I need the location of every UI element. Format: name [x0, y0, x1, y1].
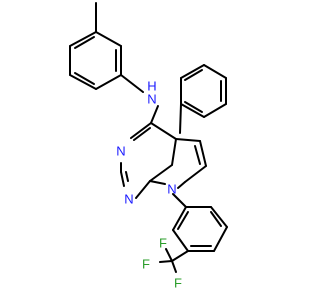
- pyrrole-nitrogen-label: N: [167, 182, 176, 197]
- fluorine-bottom-label: F: [174, 276, 182, 291]
- fluorine-top-label: F: [159, 236, 167, 251]
- pyrimidine-nitrogen-bottom-label: N: [124, 192, 133, 207]
- pyrrolopyrimidine-core: [120, 122, 207, 199]
- fluorine-left-label: F: [142, 257, 150, 272]
- phenyl-ring: [179, 64, 227, 134]
- nh-nitrogen-label: N: [147, 92, 156, 107]
- trifluoromethylphenyl-ring: [171, 193, 228, 262]
- amine-linker: [120, 74, 159, 124]
- tolyl-ring: [69, 2, 122, 90]
- molecule-structure: N H N N N F F F: [69, 2, 228, 291]
- trifluoromethyl-group: [159, 248, 177, 273]
- nh-hydrogen-label: H: [147, 79, 156, 94]
- pyrimidine-nitrogen-left-label: N: [116, 144, 125, 159]
